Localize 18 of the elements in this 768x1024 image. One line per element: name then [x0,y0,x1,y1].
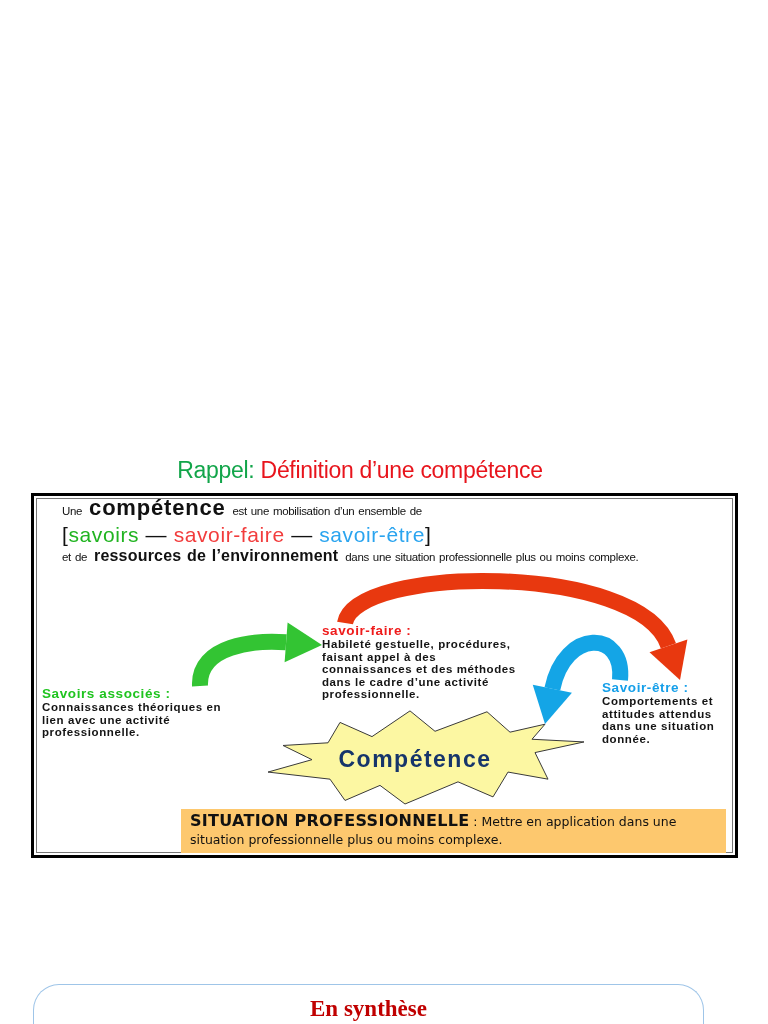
framed-panel [31,493,738,858]
description-text: Connaissances théoriques en lien avec une activité professionnelle. [42,701,222,739]
category-heading: Savoirs associés : [42,686,171,701]
description-text: Comportements et attitudes attendus dans une situation donnée. [602,695,716,746]
panel-heading: En synthèse [310,996,427,1022]
curved-arrow [533,634,628,724]
starburst-label: Compétence [338,746,492,772]
page-title: Rappel: Définition d’une compétence [177,456,543,485]
definition-text: Une compétence est une mobilisation d’un ensemble de [62,496,422,522]
category-heading: Savoir-être : [602,680,689,695]
highlight-band [181,809,726,853]
bracketed-terms-text: [savoirs — savoir-faire — savoir-être] [62,523,432,546]
band-text: SITUATION PROFESSIONNELLE : Mettre en application dans une situation professionnelle plus ou moins complexe. [190,812,678,849]
category-heading: savoir-faire : [322,623,412,638]
description-text: Habileté gestuelle, procédures, faisant appel à des connaissances et des méthodes dans le cadre d’une activité professionnelle. [322,638,517,701]
rounded-panel [33,984,704,1024]
definition-text: et de ressources de l’environnement dans une situation professionnelle plus ou moins complexe. [62,546,639,566]
curved-arrow [338,573,688,677]
